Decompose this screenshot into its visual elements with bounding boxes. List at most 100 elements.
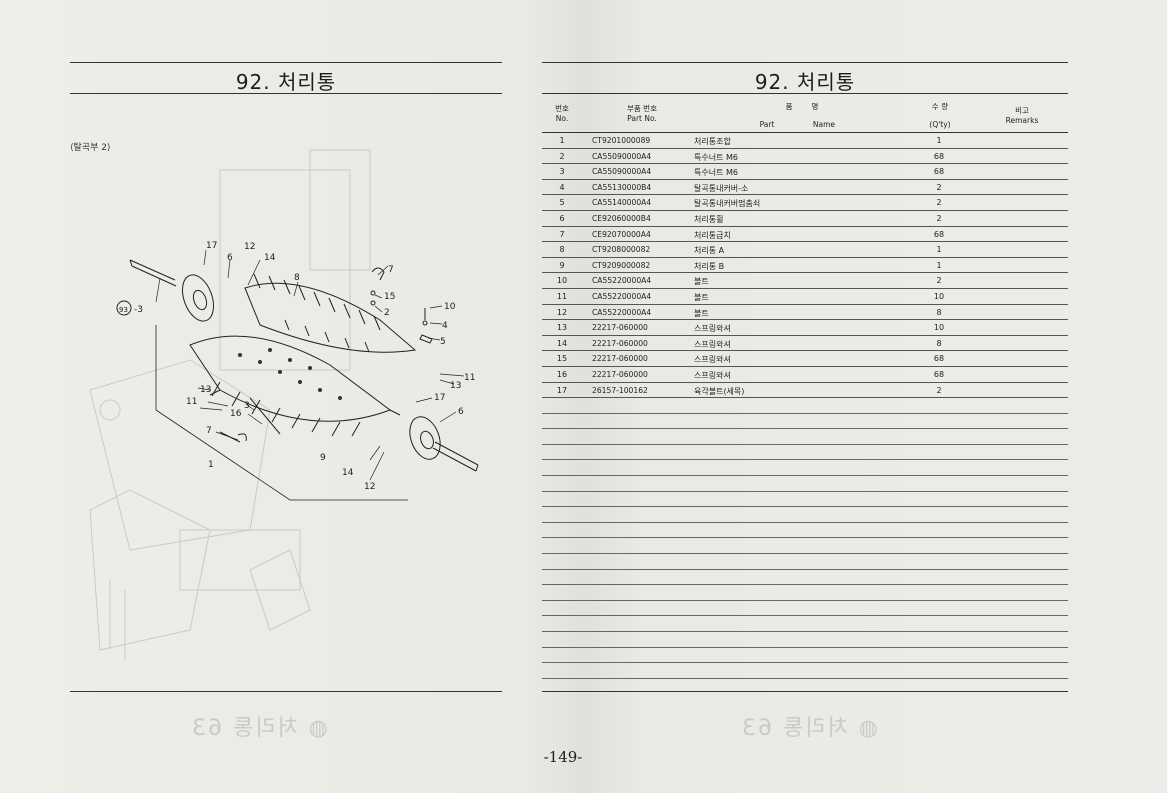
row-qty: 68 — [933, 229, 945, 239]
blank-table-row — [542, 460, 1068, 477]
row-qty: 1 — [936, 245, 942, 255]
row-part-no: CA55130000B4 — [592, 182, 652, 192]
row-name: 스프링와셔 — [694, 339, 731, 349]
row-no: 15 — [556, 354, 568, 364]
row-no: 6 — [559, 213, 565, 223]
svg-text:3: 3 — [244, 401, 250, 411]
table-row: 9 CT9209000082 처리통 B 1 — [542, 258, 1068, 274]
right-page-title: 92. 처리통 — [754, 70, 856, 94]
row-name: 스프링와셔 — [694, 355, 731, 365]
row-qty: 2 — [936, 276, 942, 286]
row-no: 10 — [556, 276, 568, 286]
svg-text:17: 17 — [206, 241, 217, 251]
svg-text:12: 12 — [364, 482, 375, 492]
drum-half-b — [189, 335, 392, 422]
row-qty: 10 — [933, 291, 945, 301]
row-name: 처리통급치 — [694, 230, 731, 240]
row-name: 볼트 — [694, 308, 709, 318]
row-name: 육각볼트(세목) — [694, 386, 745, 396]
row-no: 5 — [559, 198, 565, 208]
blank-table-row — [542, 398, 1068, 414]
blank-table-row — [542, 414, 1068, 430]
blank-table-row — [542, 601, 1068, 617]
blank-table-row — [542, 507, 1068, 523]
row-name: 특수너트 M6 — [694, 168, 738, 178]
svg-text:6: 6 — [227, 253, 233, 263]
row-part-no: CT9208000082 — [592, 245, 651, 255]
row-part-no: 22217-060000 — [592, 354, 648, 364]
svg-text:5: 5 — [440, 337, 446, 347]
row-part-no: CT9209000082 — [592, 260, 651, 270]
row-name: 볼트 — [694, 292, 709, 302]
row-name: 처리통 B — [694, 261, 725, 271]
assembly-bracket — [155, 325, 408, 501]
row-part-no: CA55220000A4 — [592, 276, 652, 286]
blank-table-row — [542, 445, 1068, 461]
row-name: 탈곡통내커버멈춤쇠 — [694, 199, 761, 209]
header-qty-ko: 수 량 — [931, 102, 949, 111]
row-qty: 2 — [936, 213, 942, 223]
svg-text:8: 8 — [294, 273, 300, 283]
blank-table-row — [542, 663, 1068, 679]
svg-text:93: 93 — [119, 306, 128, 314]
svg-text:13: 13 — [450, 381, 461, 391]
svg-text:7: 7 — [206, 426, 212, 436]
row-no: 3 — [559, 167, 565, 177]
row-name: 처리통 A — [694, 246, 725, 256]
svg-text:7: 7 — [388, 265, 394, 275]
blank-table-row — [542, 476, 1068, 492]
row-no: 13 — [556, 323, 568, 333]
svg-text:17: 17 — [434, 393, 445, 403]
left-wheel — [181, 274, 215, 322]
bleed-through-right: ◍ 처리통 63 — [740, 716, 878, 741]
header-qty-en: (Q'ty) — [929, 120, 951, 129]
svg-text:16: 16 — [230, 409, 242, 419]
row-name: 탈곡통내커버-소 — [694, 183, 749, 193]
row-qty: 68 — [933, 369, 945, 379]
blank-table-row — [542, 429, 1068, 445]
diagram-subtitle: ⟨탈곡부 2⟩ — [70, 143, 111, 153]
left-page-title: 92. 처리통 — [235, 70, 337, 94]
header-name-part: Part — [759, 120, 775, 129]
svg-text:2: 2 — [384, 308, 390, 318]
row-qty: 1 — [936, 260, 942, 270]
row-qty: 68 — [933, 167, 945, 177]
row-no: 9 — [559, 260, 565, 270]
row-part-no: 22217-060000 — [592, 338, 648, 348]
svg-text:13: 13 — [200, 385, 211, 395]
svg-text:11: 11 — [464, 373, 475, 383]
drum-half-a — [244, 282, 417, 353]
row-no: 16 — [556, 369, 568, 379]
row-part-no: CA55220000A4 — [592, 291, 652, 301]
top-rule-left — [70, 62, 502, 63]
row-part-no: 26157-100162 — [592, 385, 648, 395]
row-qty: 2 — [936, 198, 942, 208]
svg-text:-3: -3 — [134, 305, 143, 315]
row-qty: 2 — [936, 182, 942, 192]
row-no: 14 — [556, 338, 568, 348]
svg-text:12: 12 — [244, 242, 255, 252]
tooth-part-7 — [371, 267, 385, 281]
svg-text:9: 9 — [320, 453, 326, 463]
row-no: 1 — [559, 136, 565, 145]
svg-text:4: 4 — [442, 321, 448, 331]
row-name: 처리통조합 — [694, 137, 731, 146]
background-machine-ghost — [89, 149, 371, 660]
bottom-rule-left — [70, 691, 502, 692]
blank-table-row — [542, 492, 1068, 508]
left-shaft — [129, 259, 177, 287]
svg-text:6: 6 — [458, 407, 464, 417]
